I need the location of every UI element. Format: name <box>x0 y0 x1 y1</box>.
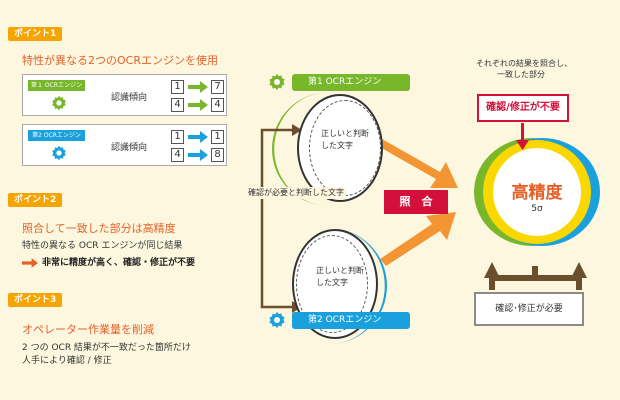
arrow-right-icon <box>188 131 208 143</box>
arrow-right-icon <box>188 81 208 93</box>
sigma-text: 5σ <box>531 204 543 214</box>
engine1-card: 第１ OCRエンジン 認識傾向 1 4 7 4 <box>22 74 227 116</box>
gear-icon <box>52 145 66 161</box>
engine1-circle-text-2: した文字 <box>321 141 353 150</box>
engine2-circle-dashed <box>296 235 368 333</box>
engine1-card-label: 第１ OCRエンジン <box>28 80 85 91</box>
engine1-char-out-2: 4 <box>211 98 224 112</box>
engine2-char-in-2: 4 <box>171 148 184 162</box>
arrow-right-icon <box>188 149 208 161</box>
brown-connector <box>489 266 582 290</box>
matched-caption-2: 一致した部分 <box>497 70 545 79</box>
engine1-pill: 第1 OCRエンジン <box>292 74 410 91</box>
arrow-right-icon <box>22 258 38 268</box>
point3-heading: オペレーター作業量を削減 <box>22 323 154 336</box>
needs-fix-box: 確認･修正が必要 <box>474 292 584 326</box>
brown-arrow-left <box>484 262 500 278</box>
orange-arrow-lower <box>380 212 456 266</box>
brown-arrow-left-shaft <box>489 278 495 290</box>
needs-check-label: 確認が必要と判断した文字 <box>246 187 346 199</box>
point2-badge: ポイント2 <box>8 193 63 207</box>
gear-icon <box>269 73 285 91</box>
engine1-circle-text-1: 正しいと判断 <box>321 129 369 138</box>
engine2-char-out-2: 8 <box>211 148 224 162</box>
gear-icon <box>269 311 285 329</box>
point3-body-line1: 2 つの OCR 結果が不一致だった箇所だけ <box>22 343 191 353</box>
collate-box: 照 合 <box>384 190 448 214</box>
point1-heading: 特性が異なる2つのOCRエンジンを使用 <box>22 54 218 67</box>
point3-badge: ポイント3 <box>8 293 63 307</box>
arrow-right-icon <box>188 99 208 111</box>
engine2-char-out-1: 1 <box>211 130 224 144</box>
engine2-tendency: 認識傾向 <box>111 143 148 153</box>
orange-arrow-upper <box>378 139 458 188</box>
point2-body: 特性の異なる OCR エンジンが同じ結果 <box>22 241 183 251</box>
red-arrow-head <box>516 140 529 150</box>
engine1-char-in-1: 1 <box>171 80 184 94</box>
bracket-arrow-top <box>292 124 302 136</box>
engine2-circle-text-2: した文字 <box>316 278 348 287</box>
gear-icon <box>52 95 66 111</box>
engine2-char-in-1: 1 <box>171 130 184 144</box>
point2-emphasis: 非常に精度が高く、確認・修正が不要 <box>42 258 196 268</box>
point1-badge: ポイント1 <box>8 27 63 41</box>
matched-caption-1: それぞれの結果を照合し、 <box>476 59 572 68</box>
engine2-pill: 第2 OCRエンジン <box>292 312 410 329</box>
engine2-card-label: 第2 OCRエンジン <box>28 130 85 141</box>
high-precision-text: 高精度 <box>511 183 563 203</box>
engine2-card: 第2 OCRエンジン 認識傾向 1 4 1 8 <box>22 124 227 166</box>
needs-check-bracket <box>260 128 296 309</box>
engine1-circle: 正しいと判断 した文字 <box>297 94 383 202</box>
engine2-circle-text-1: 正しいと判断 <box>316 266 364 275</box>
point2-heading: 照合して一致した部分は高精度 <box>22 222 176 235</box>
engine1-char-in-2: 4 <box>171 98 184 112</box>
brown-arrow-right <box>571 262 587 278</box>
result-white-center <box>493 148 581 236</box>
red-arrow-shaft <box>521 123 524 141</box>
point3-body-line2: 人手により確認 / 修正 <box>22 356 112 366</box>
engine1-char-out-1: 7 <box>211 80 224 94</box>
no-fix-box: 確認/修正が不要 <box>477 94 569 122</box>
engine1-tendency: 認識傾向 <box>111 93 148 103</box>
